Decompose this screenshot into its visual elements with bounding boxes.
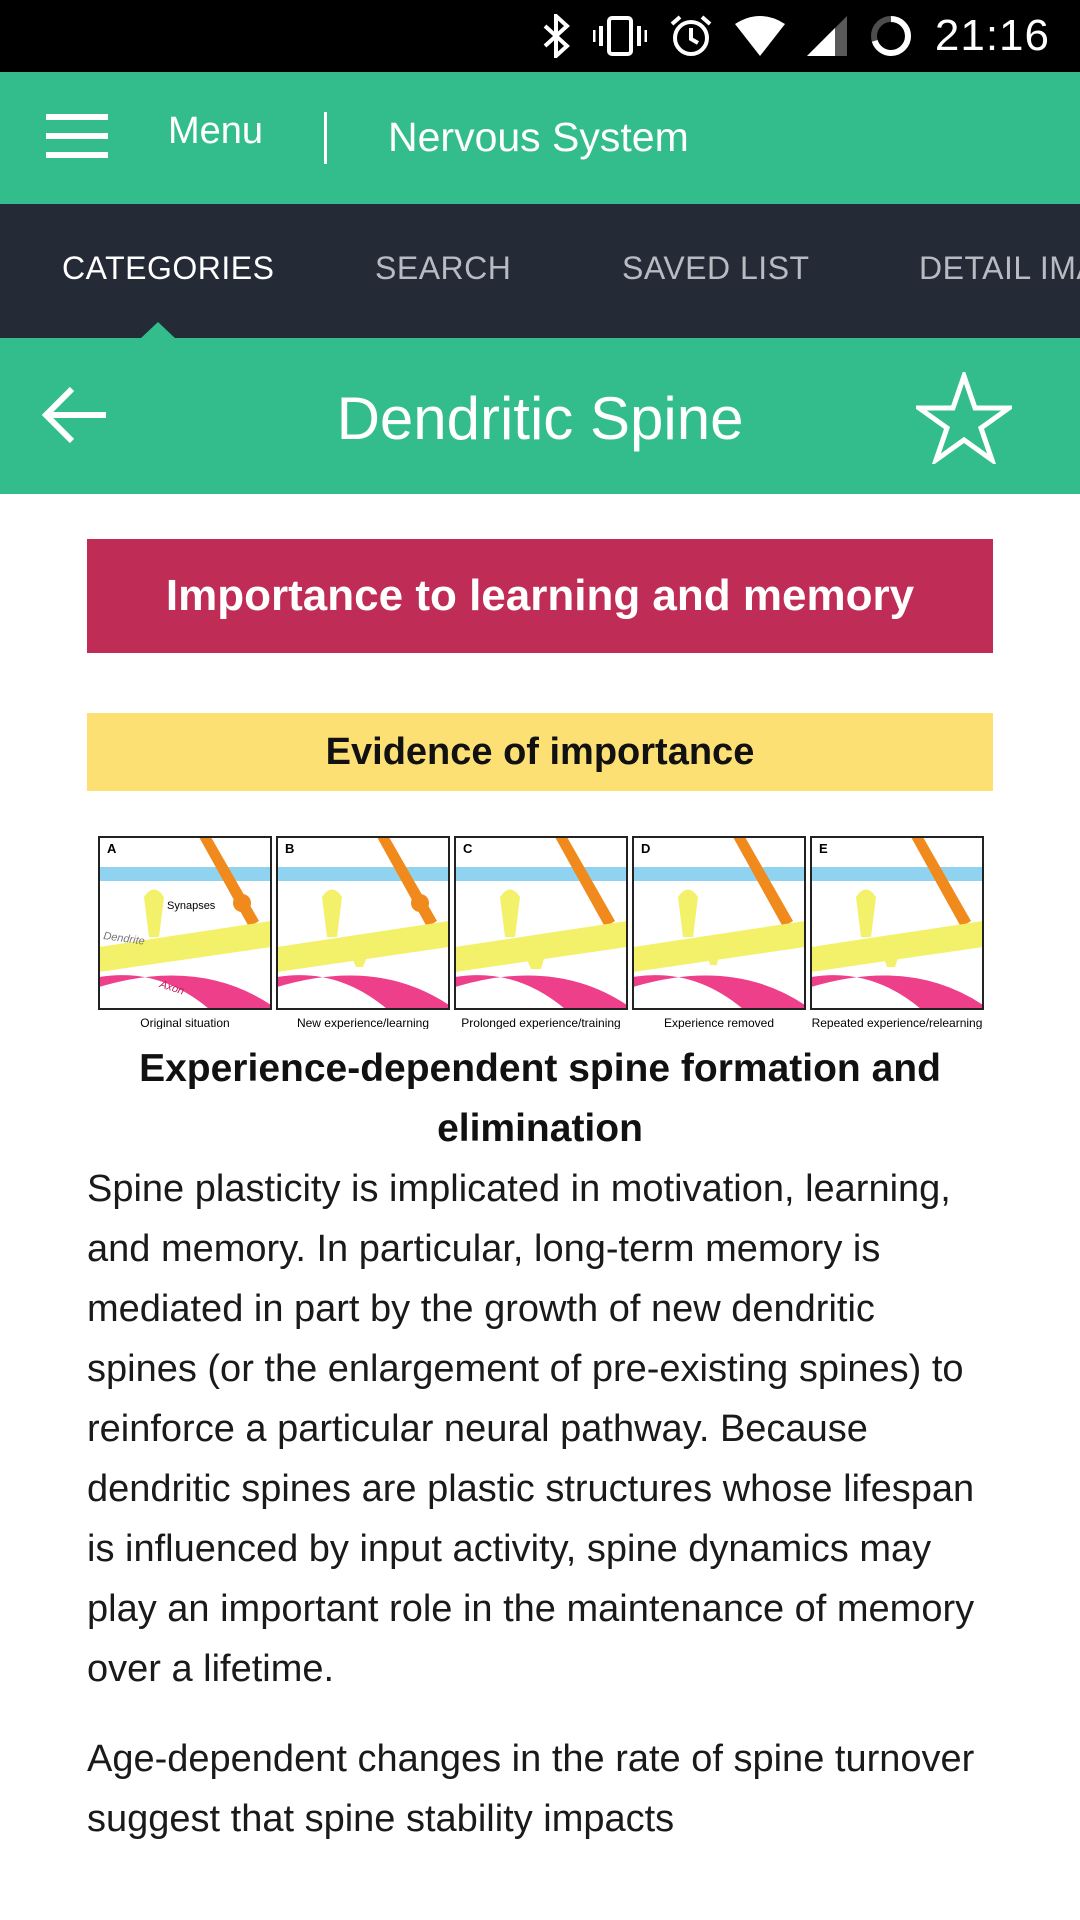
- hamburger-menu-icon[interactable]: [46, 112, 110, 160]
- app-title: Nervous System: [388, 114, 689, 160]
- panel-caption-c: Prolonged experience/training: [461, 1016, 620, 1029]
- tab-detail-images[interactable]: DETAIL IMA: [919, 250, 1080, 286]
- figure-caption: Experience-dependent spine formation and…: [139, 1047, 941, 1150]
- body-paragraph-1: Spine plasticity is implicated in motiva…: [87, 1168, 975, 1690]
- section-banner: Importance to learning and memory: [87, 539, 993, 653]
- synapses-label: Synapses: [167, 900, 216, 912]
- tab-search[interactable]: SEARCH: [375, 250, 512, 286]
- vibrate-icon: [592, 16, 647, 56]
- title-bar: Dendritic Spine: [0, 338, 1080, 494]
- panel-letter-d: D: [641, 841, 650, 856]
- panel-caption-d: Experience removed: [664, 1016, 774, 1029]
- panel-letter-a: A: [107, 841, 117, 856]
- wifi-icon: [734, 16, 785, 56]
- page-title: Dendritic Spine: [336, 385, 744, 452]
- battery-icon: [870, 16, 911, 56]
- subsection-banner: Evidence of importance: [87, 713, 993, 791]
- panel-letter-e: E: [819, 841, 828, 856]
- dendrite-label: Dendrite: [103, 930, 146, 948]
- content: Importance to learning and memory Eviden…: [87, 539, 993, 1849]
- figure-panel-c: C Prolonged experience/training: [454, 836, 628, 1030]
- status-bar: 21:16: [0, 0, 1080, 72]
- figure-panel-e: E Repeated experience/relearning: [810, 836, 984, 1030]
- panel-caption-a: Original situation: [140, 1016, 229, 1029]
- figure-panel-b: B New experience/learning: [276, 836, 450, 1030]
- panel-caption-b: New experience/learning: [297, 1016, 429, 1029]
- back-arrow-icon[interactable]: [40, 380, 110, 450]
- signal-icon: [806, 16, 847, 56]
- active-tab-indicator: [140, 322, 176, 338]
- body-paragraph-2: Age-dependent changes in the rate of spi…: [87, 1738, 975, 1840]
- figure-panel-d: D Experience removed: [632, 836, 806, 1030]
- panel-letter-b: B: [285, 841, 294, 856]
- menu-button[interactable]: Menu: [168, 110, 264, 152]
- alarm-icon: [670, 15, 712, 56]
- panel-letter-c: C: [463, 841, 473, 856]
- status-icons: 21:16: [541, 0, 1050, 72]
- tab-bar: CATEGORIES SEARCH SAVED LIST DETAIL IMA: [0, 204, 1080, 338]
- star-favorite-icon[interactable]: [916, 372, 1012, 464]
- tab-saved-list[interactable]: SAVED LIST: [622, 250, 810, 286]
- app-bar: Menu Nervous System: [0, 72, 1080, 204]
- spine-figure-svg: Synapses Dendrite Axon A Original situat…: [98, 836, 984, 1030]
- tab-categories[interactable]: CATEGORIES: [62, 250, 275, 286]
- panel-caption-e: Repeated experience/relearning: [812, 1016, 983, 1029]
- spine-formation-figure: Synapses Dendrite Axon A Original situat…: [87, 833, 993, 1030]
- figure-panel-a: Synapses Dendrite Axon A Original situat…: [98, 836, 272, 1030]
- app-bar-divider: [324, 112, 327, 164]
- bluetooth-icon: [543, 14, 570, 58]
- clock: 21:16: [934, 11, 1050, 60]
